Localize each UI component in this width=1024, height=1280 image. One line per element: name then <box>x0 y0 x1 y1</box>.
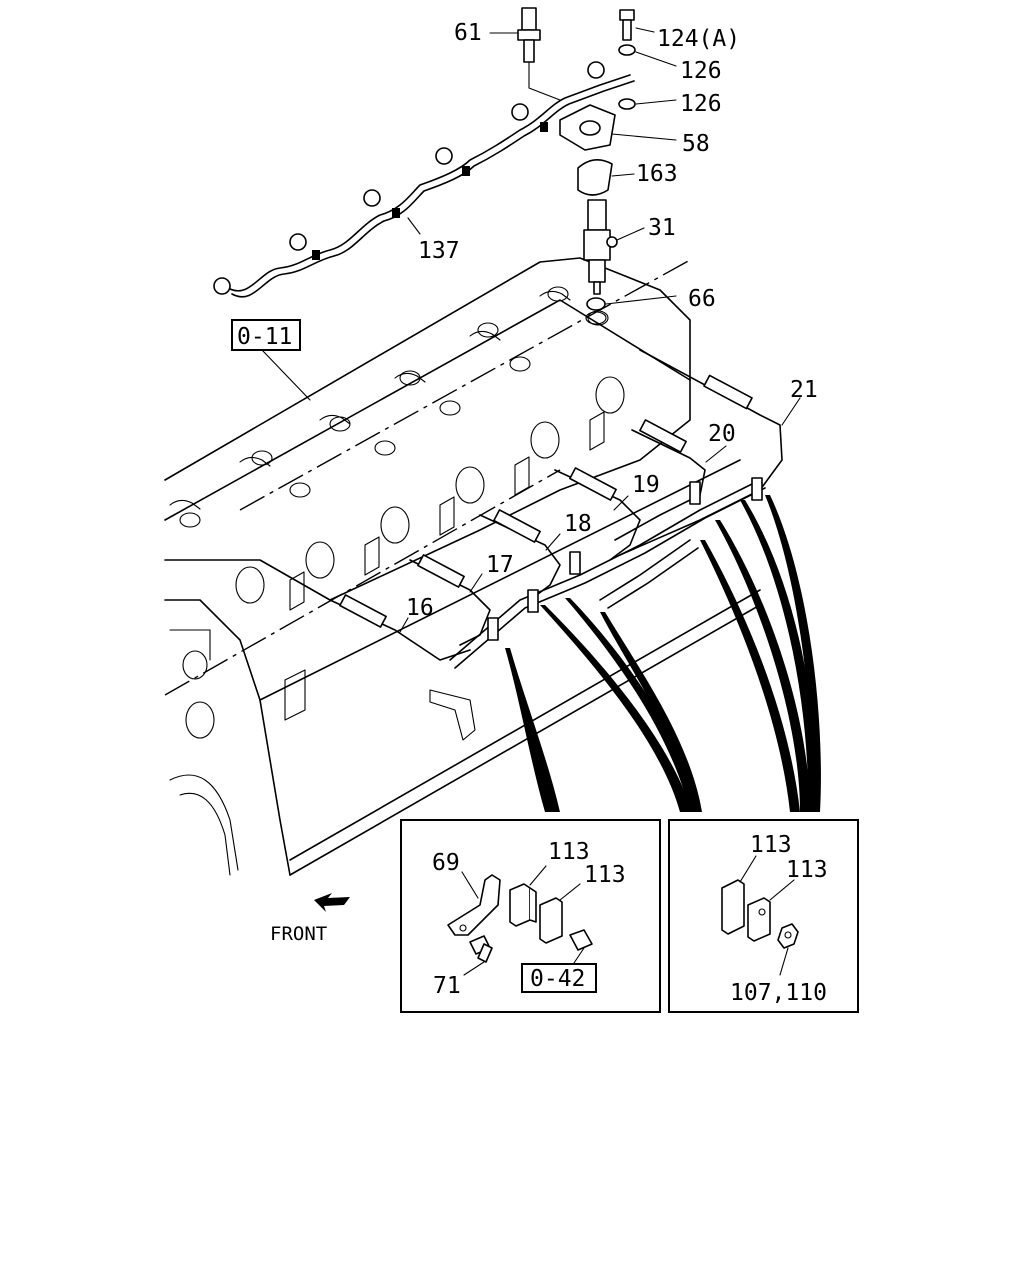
label-58: 58 <box>682 131 710 157</box>
label-0-11: 0-11 <box>237 324 292 350</box>
label-113-right-a: 113 <box>750 832 792 858</box>
label-front: FRONT <box>270 923 327 945</box>
label-20: 20 <box>708 421 736 447</box>
injector-31 <box>583 199 645 295</box>
label-107-110: 107,110 <box>730 980 827 1006</box>
banjo-bolt-61 <box>489 7 561 101</box>
label-17: 17 <box>486 552 514 578</box>
label-18: 18 <box>564 511 592 537</box>
clamp-163 <box>577 159 635 196</box>
label-124a: 124(A) <box>657 26 740 52</box>
label-71: 71 <box>433 973 461 999</box>
label-0-42: 0-42 <box>530 966 585 992</box>
reference-box-0-11 <box>231 319 301 351</box>
label-137: 137 <box>418 238 460 264</box>
label-21: 21 <box>790 377 818 403</box>
detail-box-left <box>400 819 661 1013</box>
label-16: 16 <box>406 595 434 621</box>
label-31: 31 <box>648 215 676 241</box>
injection-pipes <box>329 349 783 669</box>
label-163: 163 <box>636 161 678 187</box>
label-113-left-b: 113 <box>584 862 626 888</box>
label-126-upper: 126 <box>680 58 722 84</box>
bolt-124a-washers-126 <box>618 9 677 110</box>
label-61: 61 <box>454 20 482 46</box>
front-arrow-icon <box>314 893 350 912</box>
washer-66 <box>585 295 677 325</box>
label-leaders <box>399 217 801 633</box>
part-labels: 61 124(A) 126 126 58 163 137 31 66 0-11 … <box>237 20 828 1006</box>
label-113-left-a: 113 <box>548 839 590 865</box>
bracket-58 <box>559 104 677 151</box>
label-113-right-b: 113 <box>786 857 828 883</box>
detail-box-right <box>668 819 859 1013</box>
label-126-lower: 126 <box>680 91 722 117</box>
label-66: 66 <box>688 286 716 312</box>
label-69: 69 <box>432 850 460 876</box>
label-19: 19 <box>632 472 660 498</box>
engine-block-drawing <box>164 257 761 876</box>
leak-off-pipe-137 <box>213 61 635 298</box>
detail-leader-fans <box>505 495 821 812</box>
